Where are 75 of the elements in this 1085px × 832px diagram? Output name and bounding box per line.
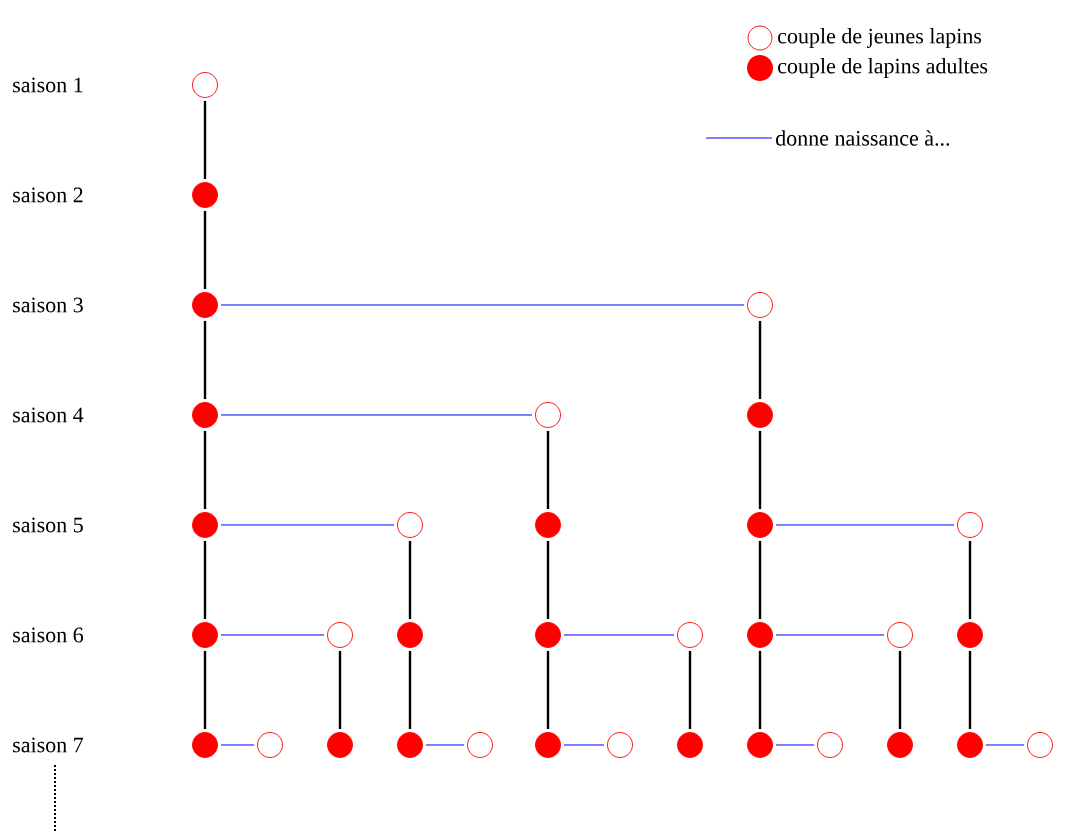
open-circle — [1027, 732, 1053, 758]
lineage-line — [203, 650, 207, 730]
open-circle — [397, 512, 423, 538]
filled-circle — [957, 622, 983, 648]
birth-line — [985, 744, 1025, 746]
lineage-line — [203, 210, 207, 290]
birth-line — [425, 744, 465, 746]
birth-line — [220, 304, 745, 306]
filled-circle — [192, 622, 218, 648]
open-circle — [257, 732, 283, 758]
lineage-line — [408, 650, 412, 730]
open-circle — [747, 292, 773, 318]
season-label: saison 2 — [13, 187, 83, 203]
filled-circle — [887, 732, 913, 758]
open-circle — [327, 622, 353, 648]
legend-text: donne naissance à... — [776, 130, 950, 146]
lineage-line — [968, 540, 972, 620]
lineage-line — [203, 540, 207, 620]
filled-circle — [677, 732, 703, 758]
lineage-line — [546, 650, 550, 730]
filled-circle — [957, 732, 983, 758]
lineage-line — [546, 430, 550, 510]
lineage-line — [546, 540, 550, 620]
lineage-line — [408, 540, 412, 620]
season-label: saison 6 — [13, 627, 84, 643]
lineage-line — [338, 650, 342, 730]
lineage-line — [758, 320, 762, 400]
lineage-line — [758, 650, 762, 730]
birth-line — [220, 634, 325, 636]
birth-line — [220, 524, 395, 526]
open-circle — [192, 72, 218, 98]
filled-circle — [397, 622, 423, 648]
season-label: saison 4 — [13, 407, 84, 423]
season-label: saison 1 — [13, 77, 83, 93]
filled-circle — [192, 732, 218, 758]
open-circle — [607, 732, 633, 758]
birth-line — [563, 634, 675, 636]
lineage-line — [688, 650, 692, 730]
filled-circle — [535, 732, 561, 758]
filled-circle — [192, 182, 218, 208]
filled-circle — [747, 622, 773, 648]
birth-line — [775, 634, 885, 636]
filled-circle — [535, 512, 561, 538]
filled-circle — [535, 622, 561, 648]
filled-circle — [747, 732, 773, 758]
season-label: saison 7 — [13, 737, 84, 753]
open-circle — [957, 512, 983, 538]
open-circle — [467, 732, 493, 758]
filled-circle — [192, 292, 218, 318]
birth-line — [563, 744, 605, 746]
birth-line — [220, 744, 255, 746]
filled-circle — [327, 732, 353, 758]
legend-text: couple de jeunes lapins — [778, 28, 982, 48]
birth-line — [220, 414, 533, 416]
lineage-line — [758, 540, 762, 620]
filled-circle — [397, 732, 423, 758]
filled-circle — [747, 402, 773, 428]
birth-line — [775, 744, 815, 746]
lineage-line — [203, 320, 207, 400]
lineage-line — [968, 650, 972, 730]
open-circle — [887, 622, 913, 648]
season-label: saison 3 — [13, 297, 83, 313]
birth-line — [775, 524, 955, 526]
filled-circle — [747, 512, 773, 538]
open-circle — [535, 402, 561, 428]
legend-text: couple de lapins adultes — [778, 58, 988, 78]
open-circle — [677, 622, 703, 648]
filled-circle — [192, 512, 218, 538]
lineage-line — [758, 430, 762, 510]
lineage-line — [203, 100, 207, 180]
open-circle — [817, 732, 843, 758]
lineage-line — [203, 430, 207, 510]
lineage-line — [898, 650, 902, 730]
filled-circle — [192, 402, 218, 428]
season-label: saison 5 — [13, 517, 83, 533]
